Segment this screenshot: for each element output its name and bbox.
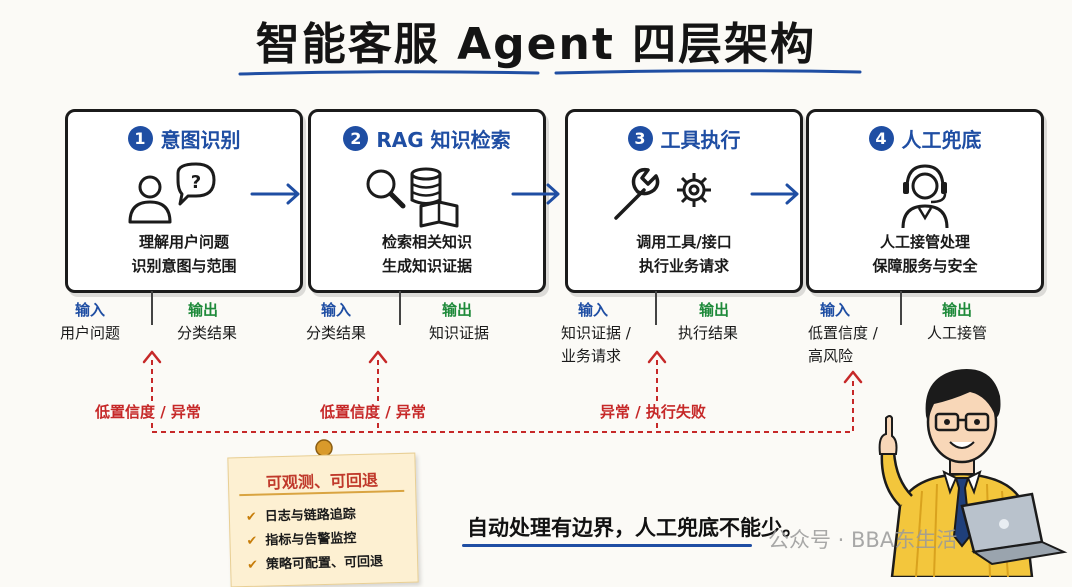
fallback-label: 低置信度 / 异常 (93, 401, 203, 422)
output-label: 输出 (188, 301, 219, 319)
layer-desc-line: 调用工具/接口 (636, 233, 732, 251)
layer-desc-line: 保障服务与安全 (872, 257, 978, 275)
check-icon: ✔ (245, 509, 258, 526)
note-item: ✔指标与告警监控 (246, 531, 357, 550)
output-label: 输出 (942, 301, 973, 319)
fallback-label: 异常 / 执行失败 (598, 401, 708, 422)
user-question-icon: ? (128, 162, 216, 224)
svg-text:?: ? (191, 172, 201, 193)
layer-title: 工具执行 (660, 128, 741, 152)
step-number: 3 (627, 126, 653, 151)
fallback-arrowhead (368, 350, 388, 364)
layer-title: 人工兜底 (901, 128, 982, 152)
layer-desc-line: 检索相关知识 (381, 233, 472, 251)
wrench-gear-icon (614, 167, 711, 220)
title-underline (238, 69, 862, 76)
io-divider (655, 291, 657, 325)
input-value: 低置信度 /高风险 (808, 324, 878, 365)
step-number: 2 (343, 126, 369, 151)
io-divider (151, 291, 153, 325)
input-label: 输入 (321, 301, 352, 319)
layer-desc-line: 执行业务请求 (638, 257, 729, 275)
layer-title: 意图识别 (160, 128, 241, 152)
input-label: 输入 (578, 301, 609, 319)
footer-slogan: 自动处理有边界，人工兜底不能少。 (467, 516, 803, 540)
layer-card-human: 4 人工兜底 人工接管处理 保障服务与安全 (806, 109, 1044, 293)
input-label: 输入 (820, 301, 851, 319)
input-value: 用户问题 (60, 324, 121, 342)
observability-note: 可观测、可回退 ✔日志与链路追踪 ✔指标与告警监控 ✔策略可配置、可回退 (227, 452, 419, 587)
step-number: 4 (868, 126, 894, 151)
watermark: 公众号 · BBA东生活 (768, 528, 958, 552)
presenter-illustration (878, 369, 1068, 577)
io-divider (900, 291, 902, 325)
output-value: 执行结果 (678, 324, 739, 342)
io-divider (399, 291, 401, 325)
input-value: 知识证据 /业务请求 (561, 324, 631, 365)
step-number: 1 (127, 126, 153, 151)
fallback-arrowhead (142, 350, 162, 364)
layer-desc-line: 人工接管处理 (879, 233, 970, 251)
input-label: 输入 (75, 301, 106, 319)
fallback-paths (151, 360, 854, 433)
fallback-label: 低置信度 / 异常 (318, 401, 428, 422)
check-icon: ✔ (246, 533, 258, 550)
note-item: ✔日志与链路追踪 (245, 507, 356, 526)
input-value: 分类结果 (306, 324, 367, 342)
output-label: 输出 (442, 301, 473, 319)
output-label: 输出 (699, 301, 730, 319)
fallback-arrowhead (647, 350, 667, 364)
note-item: ✔策略可配置、可回退 (246, 554, 384, 573)
headset-agent-icon (901, 164, 949, 229)
footer-underline (462, 544, 752, 547)
output-value: 人工接管 (927, 324, 988, 342)
output-value: 知识证据 (429, 324, 490, 342)
layer-desc-line: 生成知识证据 (381, 257, 472, 275)
layer-card-intent: 1 意图识别 ? 理解用户问题 识别意图与范围 (65, 109, 303, 293)
output-value: 分类结果 (177, 324, 238, 342)
check-icon: ✔ (246, 557, 259, 573)
search-database-book-icon (366, 167, 459, 228)
layer-card-tools: 3 工具执行 调用工具/接口 执行业务请求 (565, 109, 803, 293)
layer-card-rag: 2 RAG 知识检索 检索相关知识 生成知识证据 (308, 109, 546, 293)
layer-desc-line: 理解用户问题 (138, 233, 229, 251)
layer-title: RAG 知识检索 (376, 128, 511, 152)
layer-desc-line: 识别意图与范围 (131, 257, 237, 275)
page-title: 智能客服 Agent 四层架构 (255, 19, 817, 70)
